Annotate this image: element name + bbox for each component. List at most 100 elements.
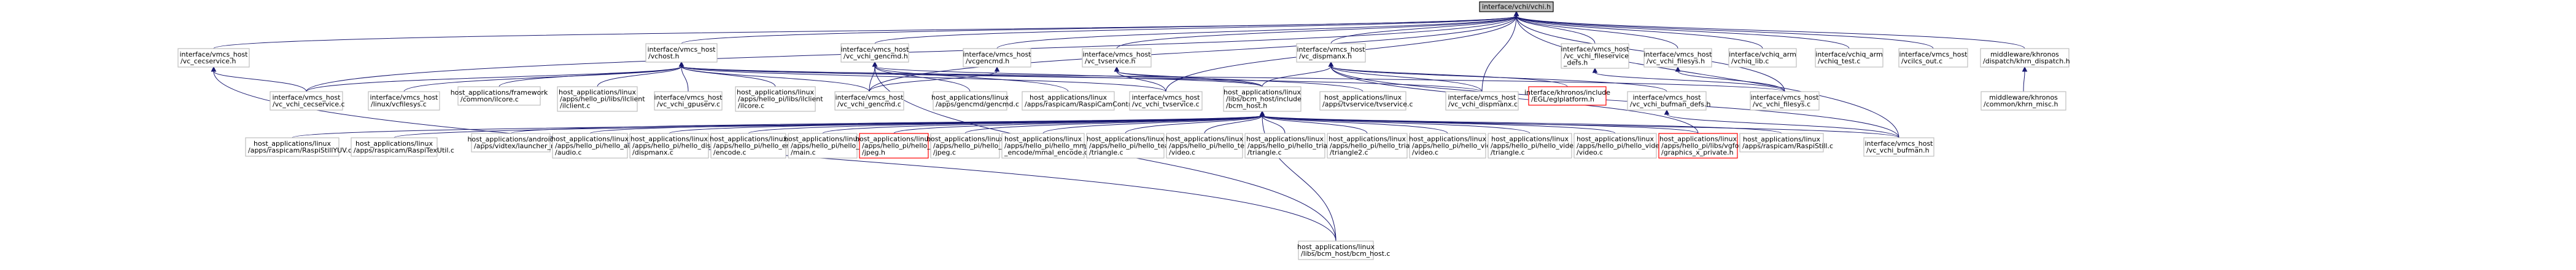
node-mmal-encode-c[interactable]: host_applications/linux/apps/hello_pi/he…: [1001, 133, 1092, 159]
node-label-line: interface/vchi/vchi.h: [1482, 3, 1551, 11]
node-label-line: /apps/hello_pi/hello_triangle: [1247, 142, 1342, 150]
node-label-line: host_applications/linux: [254, 140, 331, 148]
node-vc-vchi-tvservice-c[interactable]: interface/vmcs_host/vc_vchi_tvservice.c: [1129, 91, 1203, 111]
node-vcfilesys-c[interactable]: interface/vmcs_host/linux/vcfilesys.c: [368, 91, 440, 111]
node-vcgencmd-h[interactable]: interface/vmcs_host/vcgencmd.h: [963, 48, 1031, 68]
node-videocube-video-c[interactable]: host_applications/linux/apps/hello_pi/he…: [1573, 133, 1680, 159]
node-tvservice-c[interactable]: host_applications/linux/apps/tvservice/t…: [1319, 91, 1413, 111]
node-ilclient-c[interactable]: host_applications/framework/common/ilcor…: [451, 86, 548, 106]
node-launcher-rpi-c[interactable]: host_applications/android/apps/vidtex/la…: [467, 133, 565, 153]
node-triangle2-c[interactable]: host_applications/linux/apps/hello_pi/he…: [1327, 133, 1429, 159]
node-vchiq-test-c[interactable]: interface/vchiq_arm/vchiq_test.c: [1815, 48, 1884, 68]
node-label-line: /common/ilcore.c: [460, 95, 519, 103]
node-label-line: /triangle.c: [1247, 149, 1282, 157]
node-label-line: interface/vmcs_host: [1643, 50, 1712, 58]
node-box: [1643, 48, 1712, 68]
node-label-line: /video.c: [1169, 149, 1195, 157]
node-label-line: /apps/vidtex/launcher_rpi.c: [474, 142, 565, 150]
node-jpeg-cc[interactable]: host_applications/linux/apps/hello_pi/he…: [926, 133, 1017, 159]
node-encode-c[interactable]: host_applications/linux/apps/hello_pi/he…: [710, 133, 807, 159]
node-bcm-host-c[interactable]: host_applications/linux/libs/bcm_host/bc…: [1297, 240, 1390, 260]
node-ilclient-ilcore-c[interactable]: host_applications/linux/apps/hello_pi/li…: [735, 86, 823, 112]
node-RaspiCamControl-c[interactable]: host_applications/linux/apps/raspicam/Ra…: [1022, 91, 1143, 111]
node-label-line: interface/vmcs_host: [840, 46, 909, 54]
node-label-line: interface/vmcs_host: [1297, 46, 1365, 54]
node-label-line: interface/vmcs_host: [179, 50, 248, 58]
node-label-line: interface/vchiq_arm: [1729, 50, 1796, 58]
node-vc-vchi-filesys-c[interactable]: interface/vmcs_host/vc_vchi_filesys.c: [1750, 91, 1820, 111]
node-box: [1086, 133, 1165, 159]
node-label-line: host_applications/linux: [1030, 93, 1107, 101]
node-label-line: /linux/vcfilesys.c: [371, 100, 427, 108]
node-box: [1129, 91, 1203, 111]
node-label-line: middleware/khronos: [1990, 50, 2059, 58]
node-label-line: /apps/raspicam/RaspiStill.c: [1742, 142, 1833, 150]
node-ilclient-ilclient-c[interactable]: host_applications/linux/apps/hello_pi/li…: [557, 86, 645, 112]
node-label-line: /apps/hello_pi/libs/vgfont: [1661, 142, 1746, 150]
node-khrn-misc-h[interactable]: middleware/khronos/common/khrn_misc.h: [1980, 91, 2066, 111]
node-label-line: host_applications/linux: [1087, 135, 1164, 143]
node-vc-vchi-gpuserv-c[interactable]: interface/vmcs_host/vc_vchi_gpuserv.c: [654, 91, 723, 111]
node-box: [457, 86, 541, 106]
node-audio-c[interactable]: host_applications/linux/apps/hello_pi/he…: [551, 133, 643, 159]
node-vchi-h[interactable]: interface/vchi/vchi.h: [1479, 1, 1554, 12]
node-vc-vchi-bufman-defs-h[interactable]: interface/vmcs_host/vc_vchi_bufman_defs.…: [1627, 91, 1710, 111]
node-gencmd-c[interactable]: host_applications/linux/apps/gencmd/genc…: [931, 91, 1019, 111]
node-RaspiStill-c[interactable]: host_applications/linux/apps/raspicam/Ra…: [1739, 133, 1833, 153]
node-bcm-host-h[interactable]: host_applications/linux/libs/bcm_host/in…: [1223, 86, 1302, 112]
node-label-line: host_applications/linux: [710, 135, 787, 143]
node-video-c[interactable]: host_applications/linux/apps/hello_pi/he…: [1409, 133, 1499, 159]
node-label-line: /EGL/eglplatform.h: [1531, 95, 1594, 103]
node-vc-vchi-fileservice-defs-h[interactable]: interface/vmcs_host/vc_vchi_fileservice_…: [1561, 43, 1629, 69]
node-label-line: /apps/hello_pi/hello_audio: [555, 142, 643, 150]
node-vc-tvservice-h[interactable]: interface/vmcs_host/vc_tvservice.h: [1082, 48, 1152, 68]
node-vchost-h[interactable]: interface/vmcs_host/vchost.h: [645, 43, 718, 63]
node-box: [1166, 133, 1243, 159]
edge-launcher_rpi_c-to-bcm_host_h: [510, 110, 1265, 134]
node-vc-vchi-gencmd-c[interactable]: interface/vmcs_host/vc_vchi_gencmd.c: [834, 91, 904, 111]
node-label-line: interface/vmcs_host: [1632, 93, 1701, 101]
node-eglplatform-h[interactable]: interface/khronos/include/EGL/eglplatfor…: [1524, 86, 1610, 106]
node-teapot-triangle-c[interactable]: host_applications/linux/apps/hello_pi/he…: [1086, 133, 1180, 159]
node-RaspiStillYUV-c[interactable]: host_applications/linux/apps/raspicam/Ra…: [245, 137, 352, 157]
node-label-line: host_applications/linux: [1577, 135, 1654, 143]
edge-vc_vchi_filesys_h-to-vchi_h: [1513, 10, 1678, 49]
node-triangle-c[interactable]: host_applications/linux/apps/hello_pi/he…: [1244, 133, 1342, 159]
node-box: [834, 91, 904, 111]
node-RaspiTexUtil-c[interactable]: host_applications/linux/apps/raspicam/Ra…: [351, 137, 454, 157]
node-vc-vchi-gencmd-h[interactable]: interface/vmcs_host/vc_vchi_gencmd.h: [840, 43, 909, 63]
node-label-line: /apps/hello_pi/hello_font: [791, 142, 873, 150]
node-label-line: host_applications/linux: [737, 89, 814, 97]
node-vc-vchi-dispmanx-c[interactable]: interface/vmcs_host/vc_vchi_dispmanx.c: [1445, 91, 1519, 111]
node-vc-vchi-cecservice-c[interactable]: interface/vmcs_host/vc_vchi_cecservice.c: [270, 91, 345, 111]
node-dispmanx-c[interactable]: host_applications/linux/apps/hello_pi/he…: [629, 133, 734, 159]
node-box: [1479, 1, 1554, 12]
node-box: [1022, 91, 1115, 111]
node-box: [1863, 137, 1934, 157]
node-vc-vchi-bufman-h[interactable]: interface/vmcs_host/vc_vchi_bufman.h: [1863, 137, 1934, 157]
node-jpeg-c[interactable]: host_applications/linux/apps/hello_pi/he…: [855, 133, 945, 159]
node-box: [1658, 133, 1738, 159]
node-vc-vchi-filesys-h[interactable]: interface/vmcs_host/vc_vchi_filesys.h: [1643, 48, 1712, 68]
node-font-main-c[interactable]: host_applications/linux/apps/hello_pi/he…: [784, 133, 873, 159]
node-label-line: /apps/hello_pi/hello_encode: [713, 142, 807, 150]
node-khrn-dispatch-h[interactable]: middleware/khronos/dispatch/khrn_dispatc…: [1980, 48, 2070, 68]
node-vc-cecservice-h[interactable]: interface/vmcs_host/vc_cecservice.h: [177, 48, 250, 68]
node-vc-dispmanx-h[interactable]: interface/vmcs_host/vc_dispmanx.h: [1296, 43, 1366, 63]
node-box: [1739, 133, 1824, 153]
edge-teapot_triangle_c-to-bcm_host_h: [1125, 110, 1265, 134]
edge-vc_vchi_filesys_c-to-vc_vchi_filesys_h: [1675, 66, 1785, 92]
node-label-line: interface/vmcs_host: [370, 93, 438, 101]
node-vchiq-lib-c[interactable]: interface/vchiq_arm/vchiq_lib.c: [1728, 48, 1797, 68]
node-label-line: /ilcore.c: [738, 102, 764, 110]
node-label-line: /common/khrn_misc.h: [1984, 100, 2058, 108]
node-videocube-triangle-c[interactable]: host_applications/linux/apps/hello_pi/he…: [1488, 133, 1594, 159]
node-label-line: /vc_vchi_filesys.c: [1753, 100, 1810, 108]
node-teapot-video-c[interactable]: host_applications/linux/apps/hello_pi/he…: [1166, 133, 1260, 159]
node-box: [735, 86, 816, 112]
edge-vc_vchi_filesys_c-to-vc_vchi_fileservice_defs_h: [1592, 67, 1785, 92]
node-graphics-x-private-h[interactable]: host_applications/linux/apps/hello_pi/li…: [1658, 133, 1746, 159]
node-vcilcs-out-c[interactable]: interface/vmcs_host/vcilcs_out.c: [1898, 48, 1968, 68]
edge-vc_vchi_fileservice_defs_h-to-vchi_h: [1513, 10, 1596, 44]
node-label-line: /apps/raspicam/RaspiCamControl.c: [1025, 100, 1143, 108]
